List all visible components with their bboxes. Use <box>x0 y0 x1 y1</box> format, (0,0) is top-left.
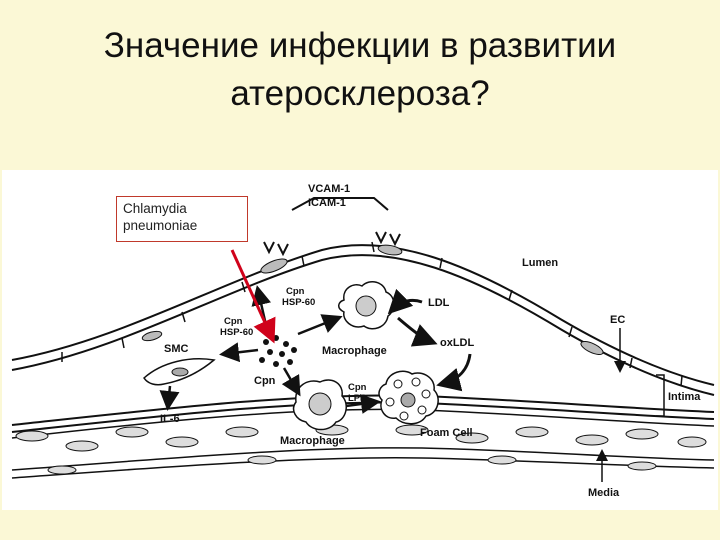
callout-line-2: pneumoniae <box>123 218 198 233</box>
cpn-hsp60-left-label-1: Cpn <box>224 316 243 327</box>
chlamydia-callout-box: Chlamydia pneumoniae <box>116 196 248 242</box>
atherosclerosis-diagram: VCAM-1 ICAM-1 Lumen EC Intima Media Macr… <box>2 170 718 510</box>
lumen-label: Lumen <box>522 257 558 269</box>
cpn-hsp60-left-label-2: HSP-60 <box>220 327 253 338</box>
smc-label: SMC <box>164 343 189 355</box>
il6-label: IL-6 <box>160 413 180 425</box>
cpn-hsp60-top-label-2: HSP-60 <box>282 297 315 308</box>
cpn-lps-label-2: LPS <box>348 393 366 404</box>
callout-line-1: Chlamydia <box>123 201 187 216</box>
cpn-hsp60-top-label-1: Cpn <box>286 286 305 297</box>
intima-label: Intima <box>668 391 701 403</box>
callout-arrow <box>230 249 276 344</box>
ec-label: EC <box>610 314 625 326</box>
title-line-2: атеросклероза? <box>230 74 490 113</box>
cpn-label: Cpn <box>254 375 276 387</box>
macrophage-top-label: Macrophage <box>322 345 387 357</box>
media-layer <box>11 408 715 479</box>
oxldl-label: oxLDL <box>440 337 475 349</box>
macrophage-top <box>338 281 395 330</box>
foam-cell <box>378 370 439 425</box>
macrophage-bottom-label: Macrophage <box>280 435 345 447</box>
slide-title: Значение инфекции в развитии атеросклеро… <box>0 22 720 118</box>
macrophage-bottom <box>292 379 348 431</box>
cpn-particles <box>259 335 297 367</box>
foam-cell-label: Foam Cell <box>420 427 473 439</box>
adhesion-molecules <box>263 197 401 257</box>
icam-label: ICAM-1 <box>308 197 346 209</box>
ldl-label: LDL <box>428 297 450 309</box>
vcam-label: VCAM-1 <box>308 183 350 195</box>
media-label: Media <box>588 487 620 499</box>
smooth-muscle-cell <box>143 358 216 386</box>
cpn-lps-label-1: Cpn <box>348 382 367 393</box>
title-line-1: Значение инфекции в развитии <box>103 26 617 65</box>
